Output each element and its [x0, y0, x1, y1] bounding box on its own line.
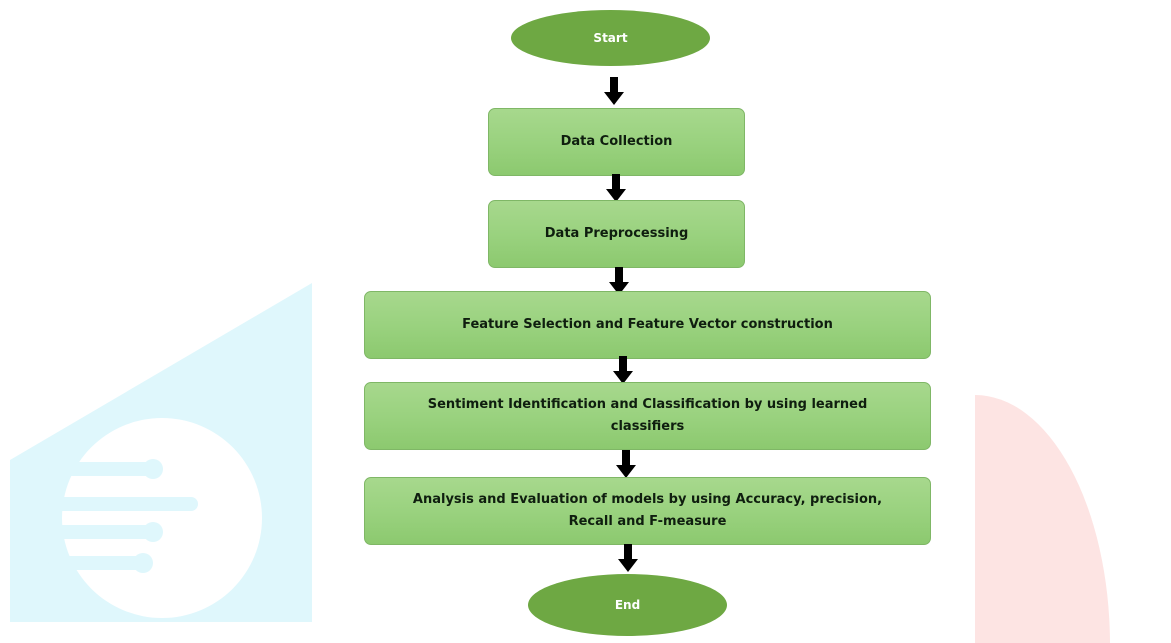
start-label: Start	[593, 31, 628, 45]
step-label: Analysis and Evaluation of models by usi…	[412, 492, 883, 529]
step-label: Data Preprocessing	[544, 226, 689, 241]
step-data-preprocessing: Data Preprocessing	[488, 200, 745, 268]
step-label: Feature Selection and Feature Vector con…	[462, 317, 833, 332]
arrow-down-icon	[618, 544, 638, 572]
arrow-down-icon	[609, 267, 629, 295]
arrow-down-icon	[613, 356, 633, 384]
step-label: Data Collection	[560, 134, 673, 149]
start-terminal: Start	[511, 10, 710, 66]
step-feature-selection: Feature Selection and Feature Vector con…	[364, 291, 931, 359]
end-label: End	[614, 598, 641, 612]
step-sentiment-classification: Sentiment Identification and Classificat…	[364, 382, 931, 450]
arrow-down-icon	[604, 77, 624, 105]
step-label: Sentiment Identification and Classificat…	[427, 397, 868, 434]
end-terminal: End	[528, 574, 727, 636]
arrow-down-icon	[616, 450, 636, 478]
watermark-red-shape	[975, 395, 1110, 643]
watermark-circuit-lines-icon	[48, 459, 198, 573]
step-data-collection: Data Collection	[488, 108, 745, 176]
step-analysis-evaluation: Analysis and Evaluation of models by usi…	[364, 477, 931, 545]
watermark-cloud-logo-icon	[62, 418, 262, 618]
arrow-down-icon	[606, 174, 626, 202]
